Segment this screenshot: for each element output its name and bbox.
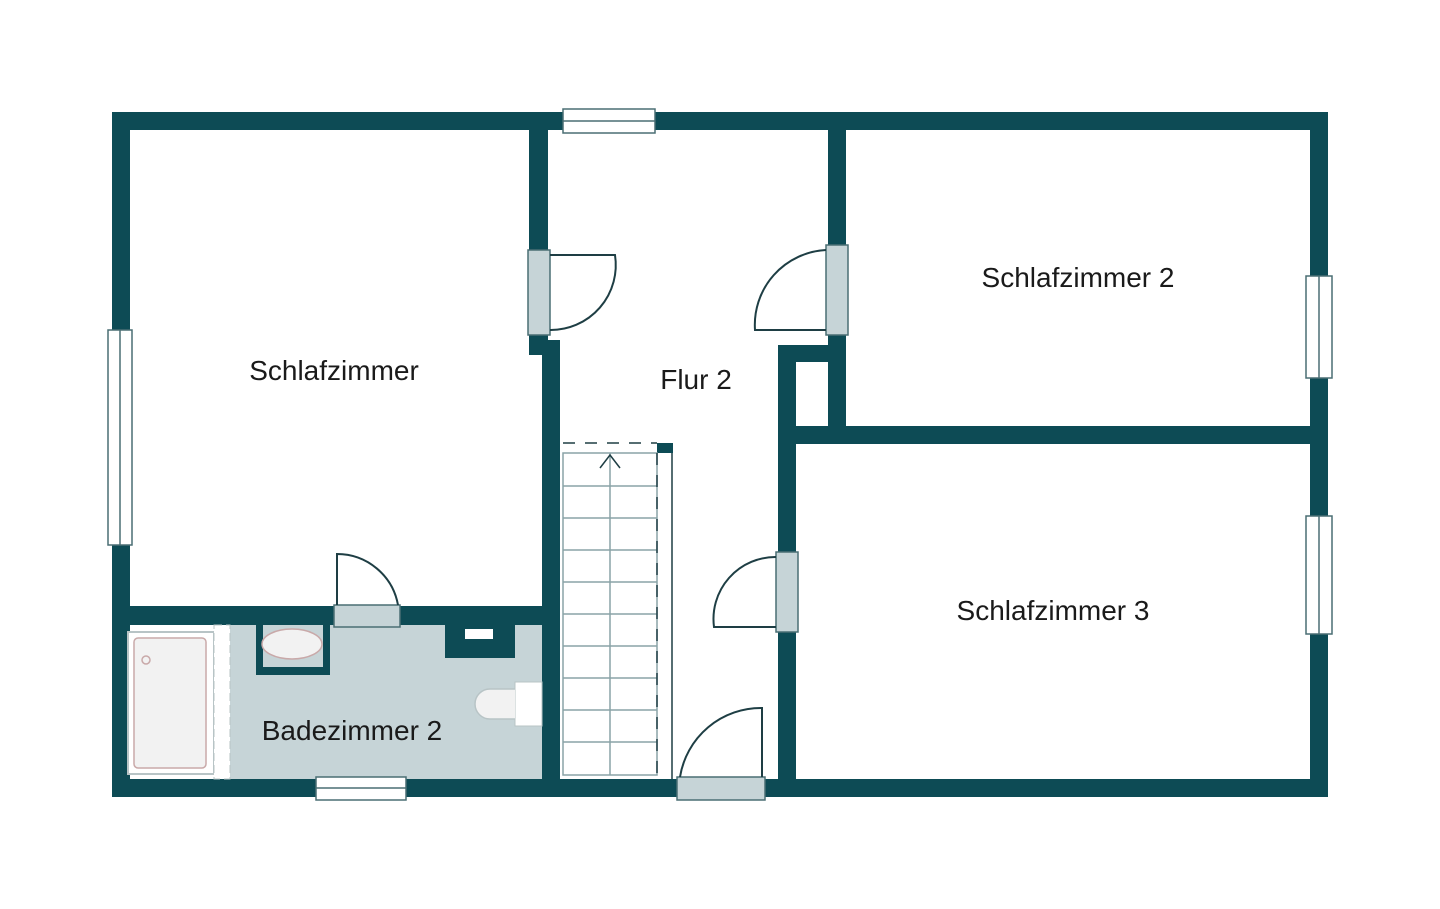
- stairs: [562, 442, 673, 779]
- room-label-badezimmer: Badezimmer 2: [261, 715, 443, 746]
- windows: [107, 108, 1333, 801]
- toilet: [474, 681, 543, 727]
- room-label-schlafzimmer-3: Schlafzimmer 3: [956, 595, 1150, 626]
- room-label-schlafzimmer-2: Schlafzimmer 2: [981, 262, 1175, 293]
- bathtub: [127, 624, 231, 780]
- room-label-schlafzimmer: Schlafzimmer: [249, 355, 419, 386]
- sink: [261, 628, 323, 660]
- doors: [333, 244, 849, 801]
- room-label-flur: Flur 2: [660, 364, 732, 395]
